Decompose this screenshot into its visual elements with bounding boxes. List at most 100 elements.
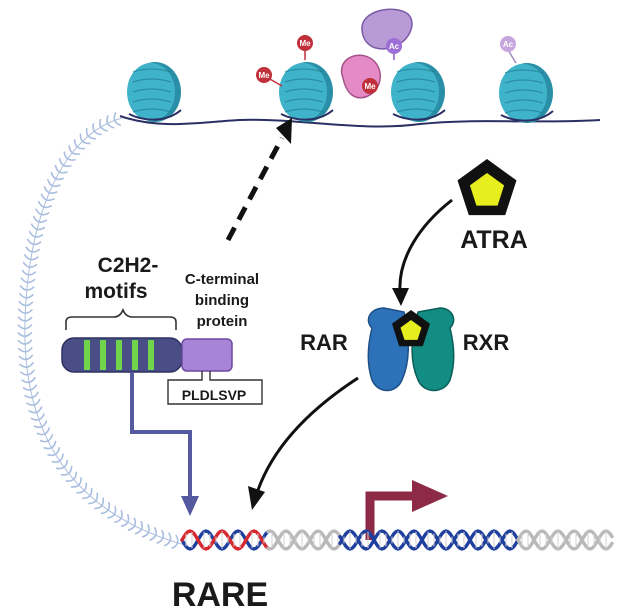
dna-loop-coil bbox=[100, 501, 111, 515]
acetyl-label-3: Ac bbox=[389, 42, 400, 51]
receptor-binding-arrow bbox=[256, 376, 359, 491]
atra-molecule bbox=[457, 159, 517, 216]
atra-binding-arrow-head bbox=[392, 288, 409, 306]
dna-loop-coil bbox=[24, 391, 39, 399]
dna-loop-coil bbox=[113, 510, 123, 524]
dna-loop-coil bbox=[28, 406, 43, 414]
rxr-label: RXR bbox=[463, 330, 510, 355]
nucleosome-4 bbox=[499, 63, 554, 123]
dna-loop-coil bbox=[43, 186, 58, 194]
dna-loop-coil bbox=[18, 292, 34, 299]
dna-loop-coil bbox=[106, 115, 115, 129]
dna-loop-coil bbox=[88, 492, 99, 505]
gene-segment bbox=[338, 529, 520, 551]
dna-loop-coil bbox=[94, 497, 105, 510]
chromatin-fiber bbox=[119, 115, 601, 128]
dna-loop-coil bbox=[19, 369, 35, 376]
cterm-label-line1: C-terminal bbox=[185, 271, 259, 288]
dna-loop-coil bbox=[22, 384, 38, 391]
dna-loop-coils bbox=[17, 112, 179, 550]
dna-loop-coil bbox=[23, 253, 39, 261]
spacer-segment bbox=[266, 529, 342, 551]
dna-loop-coil bbox=[17, 331, 33, 338]
rare-segment bbox=[180, 529, 270, 551]
dna-loop-coil bbox=[21, 376, 36, 384]
dna-loop-coil bbox=[19, 285, 35, 291]
dna-loop-coil bbox=[50, 171, 65, 181]
acetyl-mark-2: Ac bbox=[500, 36, 517, 64]
zf-binding-arrow-head bbox=[181, 496, 199, 516]
dna-loop-coil bbox=[85, 127, 96, 140]
dna-loop-coil bbox=[20, 277, 36, 284]
dna-loop-coil bbox=[58, 158, 72, 168]
dna-loop-coil bbox=[26, 238, 42, 246]
atra-binding-arrow bbox=[398, 198, 453, 293]
nucleosome-group bbox=[127, 62, 554, 123]
dna-loop-coil bbox=[35, 208, 50, 216]
dna-loop-coil bbox=[18, 354, 34, 361]
rar-rxr-heterodimer bbox=[367, 307, 455, 392]
dna-loop-coil bbox=[63, 151, 76, 161]
dna-helix bbox=[180, 529, 614, 551]
dna-loop-coil bbox=[30, 223, 46, 231]
dna-loop-coil bbox=[55, 459, 69, 470]
atra-label: ATRA bbox=[460, 226, 528, 254]
dna-loop-coil bbox=[37, 200, 53, 209]
zinc-finger-stripe-1 bbox=[84, 340, 90, 370]
motif-bracket bbox=[167, 371, 263, 405]
methyl-label-1: Me bbox=[258, 71, 270, 80]
dna-loop-coil bbox=[107, 506, 117, 519]
dna-loop-coil bbox=[25, 246, 41, 253]
cterm-domain bbox=[181, 338, 233, 372]
dna-loop-coil bbox=[18, 361, 35, 368]
dna-loop-coil bbox=[134, 520, 143, 535]
methyl-label-2: Me bbox=[299, 39, 311, 48]
dna-loop-coil bbox=[73, 139, 86, 150]
dna-loop-coil bbox=[43, 440, 57, 450]
zinc-finger-stripe-5 bbox=[148, 340, 154, 370]
zinc-finger-stripe-2 bbox=[100, 340, 106, 370]
dna-loop-coil bbox=[33, 420, 48, 429]
dna-loop-coil bbox=[65, 471, 78, 482]
acetyl-label-2: Ac bbox=[503, 40, 514, 49]
motif-label: PLDLSVP bbox=[182, 387, 247, 403]
zf-binding-arrow bbox=[130, 372, 192, 498]
nucleosome-3 bbox=[391, 62, 446, 122]
dna-loop-coil bbox=[60, 465, 73, 476]
dna-loop-coil bbox=[17, 339, 33, 345]
dna-loop-coil bbox=[32, 215, 48, 223]
dna-loop-coil bbox=[18, 300, 34, 307]
dna-loop-coil bbox=[28, 230, 44, 238]
transcription-start-arrow bbox=[365, 480, 448, 540]
c2h2-brace bbox=[65, 307, 177, 330]
methyl-label-3: Me bbox=[364, 82, 376, 91]
dna-loop-coil bbox=[21, 269, 37, 276]
dashed-arrow-head bbox=[276, 118, 292, 144]
dna-loop-coil bbox=[141, 523, 150, 538]
rar-label: RAR bbox=[300, 330, 348, 355]
methyl-mark-1: Me bbox=[256, 67, 283, 87]
dna-loop-coil bbox=[76, 482, 88, 494]
dna-loop-coil bbox=[17, 308, 33, 314]
c2h2-label-line1: C2H2- bbox=[98, 254, 159, 277]
dna-loop-coil bbox=[47, 447, 61, 457]
receptor-binding-arrow-head bbox=[248, 486, 265, 510]
zinc-finger-stripe-4 bbox=[132, 340, 138, 370]
dna-loop-coil bbox=[70, 477, 82, 488]
c2h2-label-line2: motifs bbox=[85, 280, 148, 303]
dna-loop-coil bbox=[26, 398, 41, 406]
dashed-arrow bbox=[225, 136, 285, 242]
dna-loop-coil bbox=[163, 532, 172, 547]
dna-loop-coil bbox=[82, 487, 93, 500]
dna-loop-coil bbox=[79, 133, 91, 145]
rare-label: RARE bbox=[172, 576, 268, 613]
methyl-mark-2: Me bbox=[297, 35, 313, 60]
dna-loop-coil bbox=[149, 526, 157, 542]
dna-loop-coil bbox=[22, 261, 38, 268]
zinc-finger-stripes bbox=[84, 340, 154, 370]
dna-loop-coil bbox=[30, 413, 45, 421]
dna-loop-coil bbox=[39, 433, 54, 443]
zinc-finger-stripe-3 bbox=[116, 340, 122, 370]
